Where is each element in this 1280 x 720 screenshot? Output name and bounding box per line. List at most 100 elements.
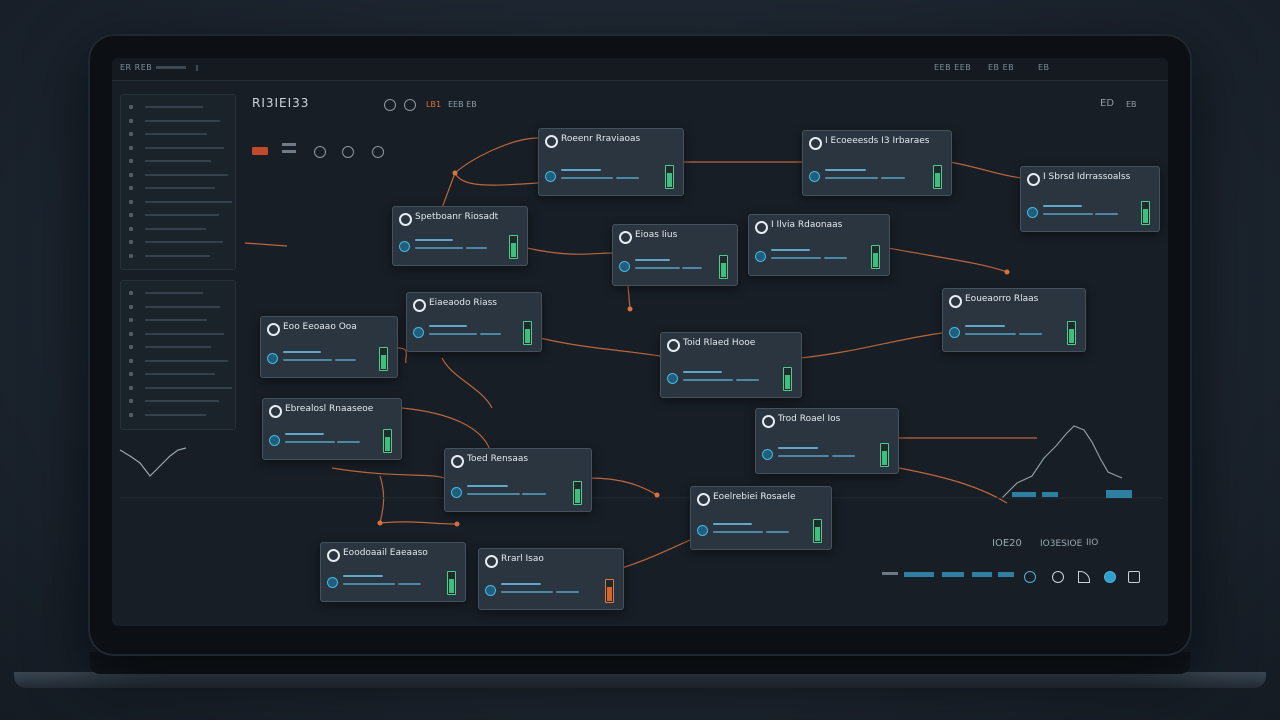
service-node[interactable]: Eiaeaodo Riass	[406, 292, 542, 352]
sidebar-row-label	[145, 386, 232, 389]
node-title: I Sbrsd Idrrassoalss	[1043, 172, 1131, 182]
service-node[interactable]: Toid Rlaed Hooe	[660, 332, 802, 398]
service-node[interactable]: I Sbrsd Idrrassoalss	[1020, 166, 1160, 232]
service-node[interactable]: Trod Roael Ios	[755, 408, 899, 474]
settings-icon[interactable]	[1128, 571, 1140, 583]
topbar-menu-1[interactable]: EEB EEB	[934, 63, 972, 72]
metric-bar	[522, 493, 546, 495]
metric-bar	[429, 325, 467, 327]
node-title: Roeenr Rraviaoas	[561, 134, 641, 144]
sidebar-row-label	[145, 200, 232, 203]
connection-lines	[119, 137, 1162, 569]
service-node[interactable]: Eoelrebiei Rosaele	[690, 486, 832, 550]
clock-icon[interactable]	[1052, 571, 1064, 583]
status-sub: EEB EB	[448, 100, 477, 109]
metric-globe-icon	[451, 487, 462, 498]
metric-bar	[766, 531, 789, 533]
page-title: RI3IEI33	[252, 96, 310, 110]
topbar-menu-2[interactable]: EB EB	[988, 63, 1015, 72]
sidebar-row-icon	[129, 226, 133, 231]
metric-bar	[683, 371, 723, 373]
metric-globe-icon	[619, 261, 630, 272]
filter-icon[interactable]	[342, 146, 354, 158]
metric-bar	[1043, 213, 1093, 215]
metric-bar	[561, 169, 602, 171]
sidebar-row-icon	[129, 132, 133, 136]
metric-globe-icon	[949, 327, 960, 338]
status-label: LB1	[426, 100, 442, 109]
metric-globe-icon	[667, 373, 678, 384]
battery-icon	[880, 443, 889, 467]
zoom-icon[interactable]	[314, 146, 326, 158]
window-topbar: ER REB EEB EEB EB EB EB	[112, 58, 1168, 81]
sidebar-row-icon	[129, 291, 133, 295]
node-title: Trod Roael Ios	[778, 414, 841, 424]
node-title: Eoo Eeoaao Ooa	[283, 322, 357, 332]
laptop-hinge	[90, 652, 1190, 674]
service-node[interactable]: Eoodoaail Eaeaaso	[320, 542, 466, 602]
sidebar-row-label	[145, 292, 203, 294]
node-status-icon	[762, 415, 775, 428]
app-menu-label[interactable]: ER REB	[120, 63, 153, 72]
record-badge[interactable]	[252, 147, 268, 155]
metric-bar	[778, 447, 818, 449]
circle-status-icon[interactable]	[404, 99, 416, 111]
metric-bar	[555, 591, 579, 593]
globe-icon[interactable]	[1024, 571, 1036, 583]
node-title: Rrarl Isao	[501, 554, 544, 564]
service-node[interactable]: Eoueaorro Rlaas	[942, 288, 1086, 352]
topbar-menu-3[interactable]: EB	[1038, 63, 1050, 72]
battery-icon	[379, 347, 388, 371]
metric-bar	[682, 267, 702, 269]
sidebar-row-icon	[129, 372, 133, 376]
metric-bar	[283, 351, 322, 353]
toolbar-seg-1[interactable]	[904, 572, 934, 577]
service-node[interactable]: Eoo Eeoaao Ooa	[260, 316, 398, 378]
sidebar-row-icon	[129, 345, 133, 349]
wifi-icon[interactable]	[1078, 571, 1090, 583]
service-node[interactable]: Spetboanr Riosadt	[392, 206, 528, 266]
service-node[interactable]: I Ecoeeesds I3 Irbaraes	[802, 130, 952, 196]
node-title: Eoueaorro Rlaas	[965, 294, 1039, 304]
service-node[interactable]: Eioas Iius	[612, 224, 738, 286]
node-status-icon	[949, 295, 962, 308]
sidebar-row-label	[145, 346, 211, 348]
toolbar-seg-4[interactable]	[998, 572, 1014, 577]
metric-bar	[467, 485, 508, 487]
corner-sub: EB	[1126, 100, 1137, 109]
legend-bar-3	[1106, 490, 1132, 498]
corner-label: ED	[1100, 98, 1115, 109]
service-node[interactable]: Toed Rensaas	[444, 448, 592, 512]
status-dot-icon[interactable]	[1104, 571, 1116, 583]
sidebar-row-icon	[129, 105, 133, 109]
node-status-icon	[269, 405, 282, 418]
legend-bar-1	[1012, 492, 1036, 497]
metric-bar	[771, 249, 811, 251]
footer-readout: IOE20	[992, 538, 1022, 549]
metric-bar	[465, 247, 488, 249]
battery-icon	[1141, 201, 1150, 225]
metric-bar	[825, 177, 879, 179]
sidebar-row-icon	[129, 159, 133, 163]
sidebar-row-label	[145, 332, 224, 335]
sidebar-row-icon	[129, 240, 133, 244]
toolbar-seg-3[interactable]	[972, 572, 992, 577]
service-node[interactable]: Ebrealosl Rnaaseoe	[262, 398, 402, 460]
metric-bar	[881, 177, 905, 179]
screen: ER REB EEB EEB EB EB EB RI3IEI33 LB1 EEB…	[112, 58, 1168, 626]
node-status-icon	[451, 455, 464, 468]
metric-globe-icon	[327, 577, 338, 588]
service-node[interactable]: I Ilvia Rdaonaas	[748, 214, 890, 276]
sidebar-row-icon	[129, 358, 133, 363]
refresh-icon[interactable]	[384, 99, 396, 111]
metric-bar	[1043, 205, 1082, 207]
menu-item-bar[interactable]	[156, 66, 186, 69]
metric-bar	[771, 257, 822, 259]
metric-bar	[1095, 213, 1118, 215]
metric-bar	[415, 239, 453, 241]
layers-icon[interactable]	[372, 146, 384, 158]
metric-globe-icon	[545, 171, 556, 182]
service-node[interactable]: Roeenr Rraviaoas	[538, 128, 684, 196]
toolbar-seg-2[interactable]	[942, 572, 964, 577]
service-node[interactable]: Rrarl Isao	[478, 548, 624, 610]
